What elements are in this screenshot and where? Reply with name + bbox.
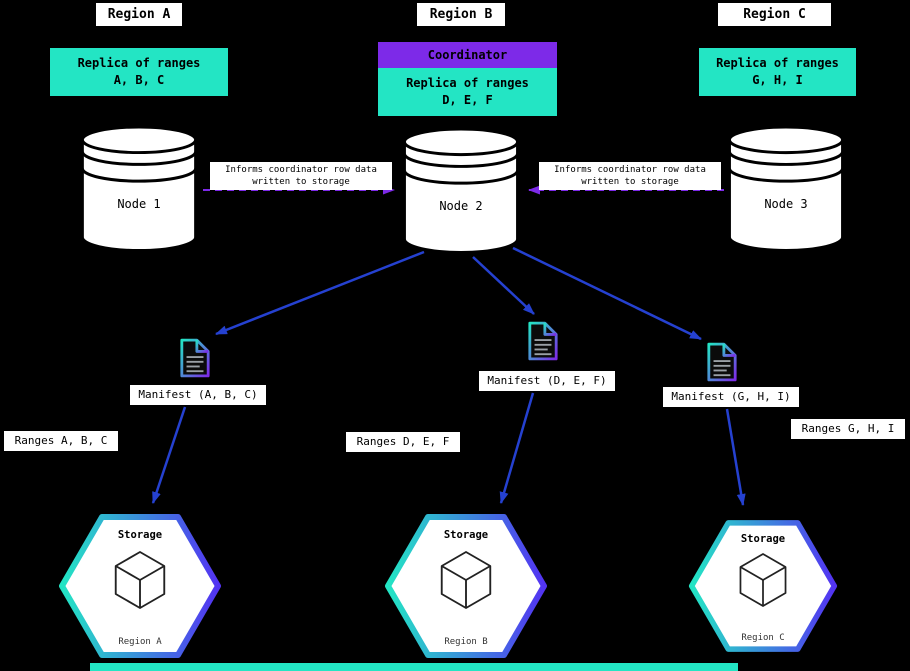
storage-a: Storage Region A: [58, 512, 222, 660]
storage-b-title: Storage: [443, 529, 489, 541]
ranges-c-label: Ranges G, H, I: [791, 419, 905, 439]
arrow-manifest-a-to-storage-a: [151, 406, 187, 504]
ranges-b-label: Ranges D, E, F: [346, 432, 460, 452]
replica-c-line1: Replica of ranges: [716, 56, 839, 70]
replica-b-line2: D, E, F: [442, 93, 493, 107]
replica-a-line2: A, B, C: [113, 73, 165, 87]
storage-b: Storage Region B: [384, 512, 548, 660]
manifest-a-label: Manifest (A, B, C): [130, 385, 266, 405]
storage-a-title: Storage: [117, 529, 163, 541]
manifest-a-document-file-icon: [180, 338, 210, 378]
footer-accent-bar: [90, 663, 738, 671]
manifest-c-label: Manifest (G, H, I): [663, 387, 799, 407]
node-2-label: Node 2: [439, 199, 483, 213]
replica-box-a: Replica of ranges A, B, C: [50, 48, 228, 96]
region-a-title: Region A: [96, 3, 182, 26]
database-cylinder-icon: [80, 125, 198, 252]
arrow-node2-to-manifest-b: [472, 256, 535, 315]
region-b-title: Region B: [417, 3, 505, 26]
arrow-manifest-b-to-storage-b: [499, 392, 535, 504]
node-1: Node 1: [78, 125, 200, 253]
arrow-node2-to-manifest-c: [512, 246, 702, 341]
replica-a-line1: Replica of ranges: [77, 56, 201, 70]
node-2: Node 2: [402, 127, 520, 255]
cube-icon: [739, 553, 787, 607]
inform-left-line1: Informs coordinator row data: [225, 165, 377, 175]
node-1-label: Node 1: [117, 197, 161, 211]
inform-right-line1: Informs coordinator row data: [554, 165, 706, 175]
ranges-a-label: Ranges A, B, C: [4, 431, 118, 451]
cube-icon: [114, 551, 166, 609]
cube-icon: [440, 551, 492, 609]
arrow-manifest-c-to-storage-c: [725, 408, 746, 506]
node-3-label: Node 3: [764, 197, 808, 211]
inform-label-left: Informs coordinator row data written to …: [210, 162, 392, 190]
storage-a-region: Region A: [118, 637, 162, 647]
manifest-b-document-file-icon: [528, 321, 558, 361]
node-3: Node 3: [727, 125, 845, 253]
storage-b-region: Region B: [444, 637, 488, 647]
coordinator-badge: Coordinator: [378, 42, 557, 68]
manifest-b-label: Manifest (D, E, F): [479, 371, 615, 391]
inform-left-line2: written to storage: [252, 177, 350, 187]
storage-c: Storage Region C: [688, 516, 838, 656]
replica-box-c: Replica of ranges G, H, I: [699, 48, 856, 96]
region-c-title: Region C: [718, 3, 831, 26]
storage-c-region: Region C: [741, 633, 785, 643]
replica-box-b: Replica of ranges D, E, F: [378, 68, 557, 116]
storage-c-title: Storage: [740, 533, 786, 545]
replica-b-line1: Replica of ranges: [406, 76, 529, 90]
manifest-c-document-file-icon: [707, 342, 737, 382]
inform-right-line2: written to storage: [581, 177, 679, 187]
replica-c-line2: G, H, I: [752, 73, 803, 87]
arrow-node2-to-manifest-a: [215, 250, 425, 336]
inform-label-right: Informs coordinator row data written to …: [539, 162, 721, 190]
database-cylinder-icon: [727, 125, 845, 252]
database-cylinder-icon: [402, 127, 520, 254]
